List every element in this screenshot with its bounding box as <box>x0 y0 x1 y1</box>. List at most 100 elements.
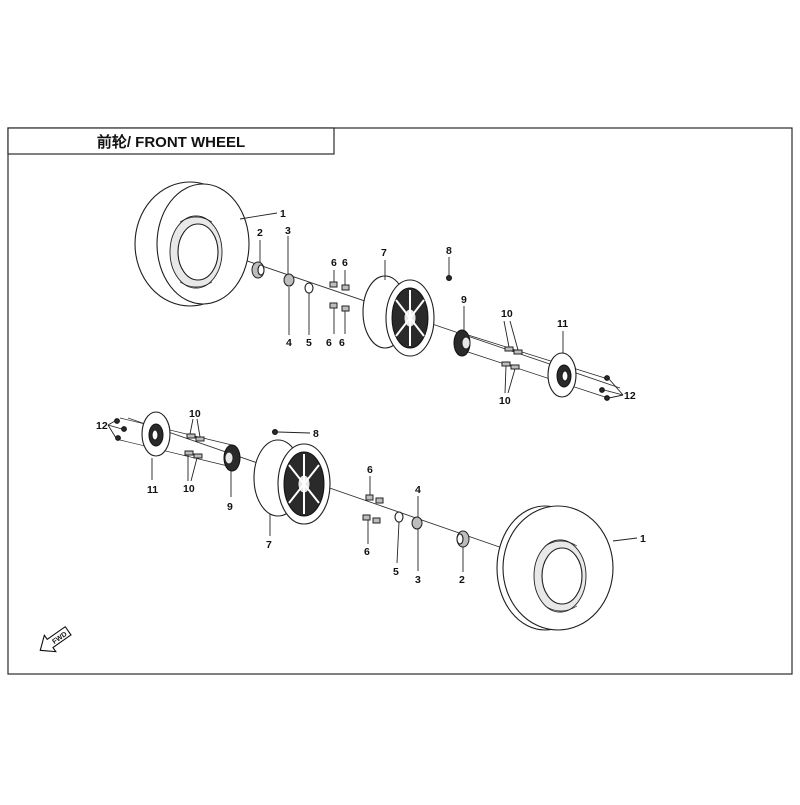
tire-bottom-rim-line-lower <box>544 605 578 612</box>
leader-top-12-1 <box>608 378 624 396</box>
callout-top-1: 1 <box>280 208 286 220</box>
bottom-callouts: 12 11 10 10 9 8 7 6 6 5 4 3 2 1 <box>96 408 646 586</box>
callout-top-4: 4 <box>286 337 292 349</box>
brake-disc-bottom <box>141 411 171 457</box>
hub-top <box>453 329 471 357</box>
leader-bottom-10b-2 <box>190 457 198 482</box>
leader-bottom-1 <box>612 537 638 542</box>
callout-top-6a: 6 <box>331 257 337 269</box>
valve-bottom <box>272 429 278 435</box>
stud-top-3 <box>329 302 338 309</box>
bolt-top-1 <box>504 346 514 352</box>
callout-top-10a: 10 <box>501 308 513 320</box>
bolt-top-2 <box>513 349 523 355</box>
callout-bottom-2: 2 <box>459 574 465 586</box>
castle-nut-bottom <box>411 516 423 530</box>
stud-top-4 <box>341 305 350 312</box>
leader-bottom-5 <box>396 521 400 564</box>
leader-top-12-3 <box>608 394 624 399</box>
tire-top-rim-line-lower <box>179 281 213 288</box>
leader-bottom-10a-1 <box>189 418 194 435</box>
hub-top-face <box>461 336 471 350</box>
bottom-leaders <box>107 418 638 572</box>
callout-bottom-3: 3 <box>415 574 421 586</box>
callout-bottom-4: 4 <box>415 484 421 496</box>
tire-bottom-rim-line <box>544 540 578 547</box>
stud-bottom-2 <box>375 497 384 504</box>
callout-bottom-8: 8 <box>313 428 319 440</box>
screw-bottom-2 <box>121 426 127 432</box>
screw-bottom-3 <box>115 435 121 441</box>
screws-top <box>599 375 610 401</box>
callout-top-11: 11 <box>557 318 568 330</box>
top-wheel-assembly: 1 2 3 4 5 6 6 6 6 7 8 9 10 10 11 12 <box>134 181 636 407</box>
tire-top-rim-line <box>179 216 213 223</box>
callout-top-10b: 10 <box>499 395 511 407</box>
stud-bottom-3 <box>362 514 371 521</box>
callout-top-6b: 6 <box>342 257 348 269</box>
callout-top-3: 3 <box>285 225 291 237</box>
rim-top <box>362 275 435 357</box>
hub-bottom-face <box>224 451 234 465</box>
screw-top-1 <box>604 375 610 381</box>
callout-bottom-5: 5 <box>393 566 399 578</box>
screws-bottom <box>114 418 127 441</box>
title-box <box>7 127 335 155</box>
callout-bottom-11: 11 <box>147 484 158 496</box>
leader-bottom-12-3 <box>107 424 117 439</box>
castle-nut-top <box>283 273 295 287</box>
hub-nut-top-face <box>257 264 265 276</box>
top-leaders <box>239 212 624 399</box>
bottom-stud-axis-2 <box>119 439 233 468</box>
hub-nut-bottom <box>456 530 470 548</box>
callout-top-5: 5 <box>306 337 312 349</box>
callout-bottom-10a: 10 <box>189 408 201 420</box>
screw-top-2 <box>599 387 605 393</box>
callout-top-8: 8 <box>446 245 452 257</box>
callout-top-7: 7 <box>381 247 387 259</box>
stud-top-1 <box>329 281 338 288</box>
drawing-frame <box>7 127 793 675</box>
leader-bottom-10a-2 <box>196 418 201 438</box>
callout-top-6d: 6 <box>339 337 345 349</box>
callout-bottom-6b: 6 <box>364 546 370 558</box>
rim-bottom <box>253 439 331 525</box>
hub-nut-bottom-face <box>456 533 464 545</box>
callout-top-9: 9 <box>461 294 467 306</box>
page-title: 前轮/ FRONT WHEEL <box>97 133 245 151</box>
washer-bottom <box>394 511 404 523</box>
washer-top <box>304 282 314 294</box>
callout-bottom-7: 7 <box>266 539 272 551</box>
callout-bottom-9: 9 <box>227 501 233 513</box>
bottom-stud-axis-1 <box>119 417 233 446</box>
callout-top-6c: 6 <box>326 337 332 349</box>
leader-top-10a-2 <box>509 320 519 351</box>
top-callouts: 1 2 3 4 5 6 6 6 6 7 8 9 10 10 11 12 <box>257 208 636 407</box>
brake-disc-bottom-bore <box>151 429 159 441</box>
bolt-bottom-1 <box>186 433 196 439</box>
title-block: 前轮/ FRONT WHEEL <box>7 127 335 155</box>
bolt-top-3 <box>501 361 511 367</box>
fwd-arrow-shape <box>39 625 72 653</box>
studs-top <box>329 281 350 312</box>
leader-top-1 <box>239 212 278 220</box>
brake-disc-top-bore <box>561 370 569 382</box>
brake-disc-top <box>547 352 577 398</box>
stud-top-2 <box>341 284 350 291</box>
leader-bottom-12-1 <box>107 420 116 426</box>
screw-bottom-1 <box>114 418 120 424</box>
callout-bottom-10b: 10 <box>183 483 195 495</box>
stud-bottom-1 <box>365 494 374 501</box>
valve-top <box>446 275 452 281</box>
top-stud-axis-2 <box>467 351 609 399</box>
leader-bottom-12-2 <box>107 424 123 430</box>
callout-bottom-12: 12 <box>96 420 108 432</box>
rim-bottom-spoke-highlights <box>288 454 320 514</box>
callout-top-12: 12 <box>624 390 636 402</box>
castle-nut-top-body <box>283 273 295 287</box>
bottom-wheel-assembly: 12 11 10 10 9 8 7 6 6 5 4 3 2 1 <box>96 408 646 631</box>
castle-nut-bottom-body <box>411 516 423 530</box>
tire-top-bore <box>177 223 219 281</box>
hub-nut-top <box>251 261 265 279</box>
